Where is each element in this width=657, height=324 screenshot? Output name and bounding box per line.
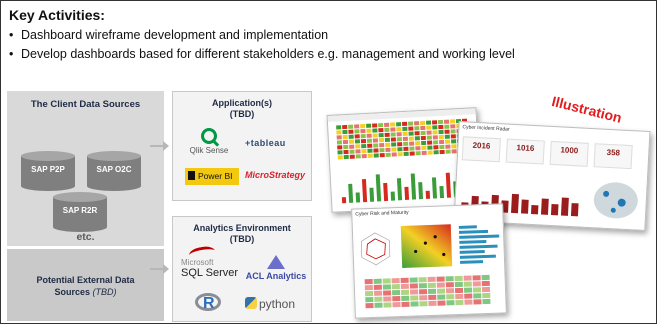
analytics-environment-title: Analytics Environment(TBD)	[193, 223, 291, 245]
client-data-sources-panel: The Client Data Sources SAP P2P SAP O2C …	[7, 91, 164, 246]
bullet-item: •Dashboard wireframe development and imp…	[9, 28, 329, 42]
risk-maturity-graphic	[360, 224, 500, 309]
bullet-item: •Develop dashboards based for different …	[9, 47, 515, 61]
python-icon	[245, 297, 257, 309]
database-label: SAP P2P	[31, 165, 65, 174]
acl-analytics-logo: ACL Analytics	[245, 255, 307, 281]
tableau-logo: +tableau	[245, 138, 286, 148]
power-bi-icon	[188, 171, 195, 180]
database-cylinder-icon: SAP R2R	[53, 192, 107, 232]
tbd-label: (TBD)	[92, 286, 117, 297]
bullet-text: Develop dashboards based for different s…	[21, 47, 515, 61]
database-cylinder-icon: SAP O2C	[87, 151, 141, 191]
illustration-label: Illustration	[550, 93, 624, 126]
sql-server-logo: Microsoft SQL Server	[181, 244, 241, 279]
python-logo: python	[245, 297, 295, 311]
external-data-sources-title: Potential External Data Sources (TBD)	[36, 275, 135, 297]
key-activities-heading: Key Activities:	[9, 7, 105, 23]
etc-label: etc.	[76, 231, 95, 243]
applications-title: Application(s)(TBD)	[212, 98, 272, 120]
analytics-environment-box: Analytics Environment(TBD) Microsoft SQL…	[172, 216, 312, 322]
power-bi-logo: Power BI	[185, 168, 239, 185]
dashboard-screenshot-risk-maturity: Cyber Risk and Maturity	[351, 203, 507, 319]
microstrategy-logo: MicroStrategy	[245, 170, 306, 180]
qlik-sense-logo: Qlik Sense	[183, 128, 235, 155]
database-cylinder-icon: SAP P2P	[21, 151, 75, 191]
bullet-text: Dashboard wireframe development and impl…	[21, 28, 329, 42]
r-logo: R	[195, 291, 221, 315]
external-data-sources-panel: Potential External Data Sources (TBD)	[7, 249, 164, 321]
client-data-sources-title: The Client Data Sources	[30, 99, 141, 110]
database-label: SAP R2R	[62, 206, 98, 215]
arrow-right-icon	[150, 141, 169, 151]
arrow-right-icon	[150, 264, 169, 274]
database-label: SAP O2C	[96, 165, 132, 174]
qlik-icon	[201, 128, 217, 144]
incident-radar-graphic	[461, 182, 638, 219]
acl-icon	[267, 255, 285, 269]
applications-box: Application(s)(TBD) Qlik Sense +tableau …	[172, 91, 312, 201]
dashboard-screenshot-incident-radar: Cyber Incident Radar 2016 1016 1000 358	[453, 121, 651, 231]
